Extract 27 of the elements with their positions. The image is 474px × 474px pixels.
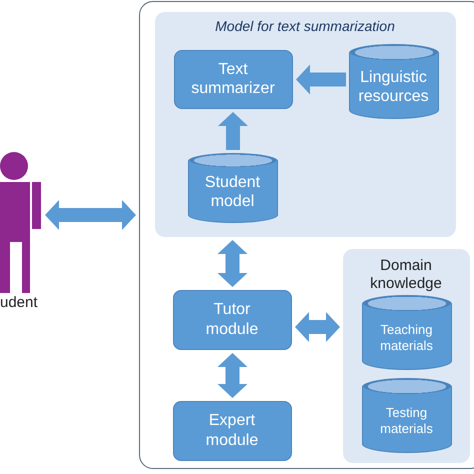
group-panel	[342, 248, 470, 462]
block-arrow	[296, 64, 346, 94]
group-panel	[154, 12, 456, 236]
node-label: Text summarizer	[190, 60, 276, 98]
node-label: Expert module	[204, 411, 260, 450]
database-cylinder	[362, 378, 452, 452]
database-cylinder	[348, 44, 438, 118]
double-arrow	[45, 200, 136, 230]
process-box	[172, 290, 292, 350]
double-arrow	[218, 353, 248, 398]
process-box	[172, 400, 292, 460]
node-label: Tutor module	[204, 300, 260, 339]
node-label: Teaching materials	[379, 322, 434, 354]
node-label: Linguistic resources	[357, 68, 430, 106]
block-arrow	[218, 112, 248, 150]
database-cylinder	[188, 152, 278, 222]
panel-title: Model for text summarization	[215, 18, 395, 34]
double-arrow	[295, 312, 340, 342]
process-box	[174, 50, 292, 108]
node-label: Student model	[204, 173, 262, 212]
panel-title: Domain knowledge	[369, 256, 443, 292]
person-label: udent	[0, 294, 38, 312]
system-frame	[139, 1, 474, 469]
database-cylinder	[362, 294, 452, 370]
person-icon	[0, 152, 42, 293]
node-label: Testing materials	[379, 405, 434, 436]
double-arrow	[218, 240, 248, 287]
